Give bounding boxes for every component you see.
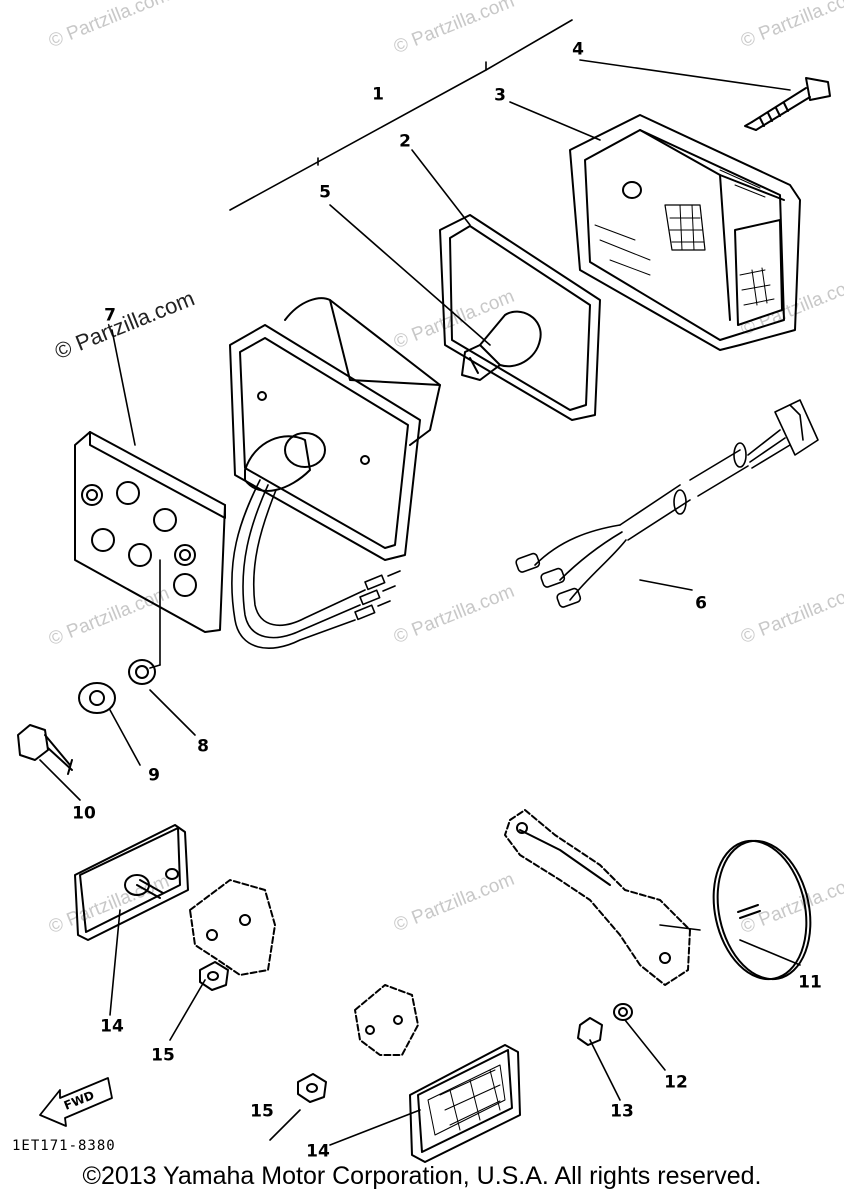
callout-8: 8 xyxy=(197,736,209,757)
copyright-notice: ©2013 Yamaha Motor Corporation, U.S.A. A… xyxy=(82,1162,762,1190)
harness-long xyxy=(515,399,819,608)
fwd-label: FWD xyxy=(62,1088,96,1113)
callout-4: 4 xyxy=(572,39,584,60)
harness-short xyxy=(231,479,401,649)
callout-13: 13 xyxy=(610,1101,634,1122)
callout-9: 9 xyxy=(148,765,160,786)
washer-12 xyxy=(613,1003,633,1021)
rect-reflector-left xyxy=(74,824,189,941)
callout-14-bottom: 14 xyxy=(306,1141,330,1162)
callout-11: 11 xyxy=(798,972,822,993)
drawing-code: 1ET171-8380 xyxy=(12,1138,116,1154)
collar xyxy=(128,659,156,685)
leader-lines xyxy=(39,19,801,1146)
bolt-long xyxy=(744,77,831,131)
fwd-arrow-icon: FWD xyxy=(39,1077,113,1127)
stay-plate-bottom xyxy=(354,984,419,1056)
callout-14-left: 14 xyxy=(100,1016,124,1037)
callout-6: 6 xyxy=(695,593,707,614)
reflector-bracket xyxy=(504,809,691,986)
bulb xyxy=(461,310,542,381)
nut-15a xyxy=(199,961,229,991)
screw xyxy=(17,724,73,775)
mounting-pad xyxy=(74,431,226,633)
callout-1: 1 xyxy=(372,84,384,105)
callout-2: 2 xyxy=(399,131,411,152)
washer xyxy=(78,682,116,714)
rect-reflector-bottom xyxy=(409,1044,521,1163)
lamp-base xyxy=(229,297,441,561)
callout-7: 7 xyxy=(104,305,116,326)
callout-15-bottom: 15 xyxy=(250,1101,274,1122)
round-reflector xyxy=(712,839,812,981)
callout-10: 10 xyxy=(72,803,96,824)
stay-plate-left xyxy=(189,879,276,976)
nut-15b xyxy=(297,1073,327,1103)
callout-5: 5 xyxy=(319,182,331,203)
gasket xyxy=(439,214,601,421)
callout-15-left: 15 xyxy=(151,1045,175,1066)
tail-lens xyxy=(569,114,801,351)
callout-12: 12 xyxy=(664,1072,688,1093)
nut-13 xyxy=(577,1017,603,1046)
callout-3: 3 xyxy=(494,85,506,106)
